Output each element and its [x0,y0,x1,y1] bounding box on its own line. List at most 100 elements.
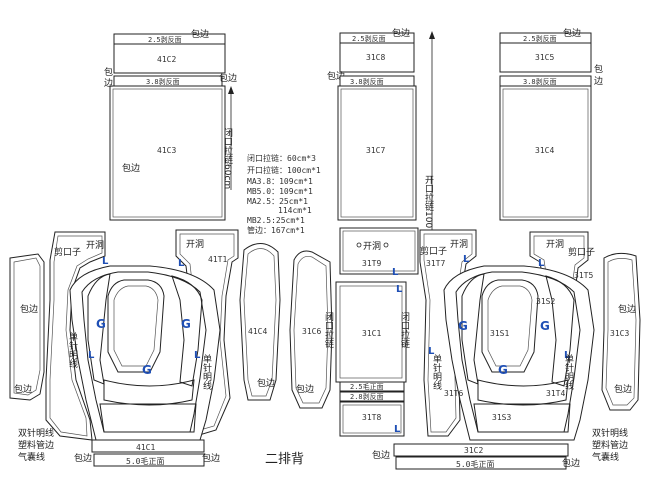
piece-31c1-inner [339,285,403,379]
mark-c1-l: L [396,284,403,295]
notch-t7-label: 剪口子 [420,245,447,257]
edge-label-c1-right: 包边 [202,452,220,464]
plastic-pipe-left-label: 塑料管边 [18,439,54,451]
note-pipe: 管边：167cm*1 [247,225,305,235]
strip-top-left-label: 2.5剥反面 [148,35,182,44]
piece-31t4-label: 31T4 [546,389,565,398]
piece-31t8-label: 31T8 [362,413,381,422]
hole-t9-left [356,242,362,248]
mark-left-l4: L [194,350,201,361]
strip-top-right-label: 2.5剥反面 [523,34,557,43]
hole-t1-label: 开洞 [186,239,204,250]
piece-31c1 [335,281,407,383]
piece-41c1 [91,439,205,453]
piece-41c4 [239,243,281,401]
note-zip-open: 开口拉链：100cm*1 [247,165,321,175]
edge-label-c3r: 包边 [618,303,636,315]
edge-label-c5-right-1: 包 [594,63,603,75]
note-ma38: MA3.8：109cm*1 [247,177,313,186]
edge-label-c2r-right: 包边 [562,457,580,469]
piece-31s2-label: 31S2 [536,297,555,306]
piece-31s1 [481,279,539,373]
edge-label-c2-left-1: 包 [104,66,113,78]
single-stitch-left-label: 单针明线 [67,331,78,368]
piece-31t6-label: 31T6 [444,389,463,398]
mark-left-g3: G [142,363,152,377]
mark-left-l3: L [88,350,95,361]
edge-label-c3r-bottom: 包边 [614,383,632,395]
piece-31s1-inner [487,285,533,367]
edge-label-airbag-left-bottom: 包边 [14,383,32,395]
piece-left-side-bolster-a [87,273,111,385]
note-mb50: MB5.0：109cm*1 [247,187,313,196]
piece-31c3-inner [605,258,637,406]
edge-label-c6: 包边 [296,383,314,395]
piece-left-outer-frame-inner [49,235,103,437]
mark-left-g2: G [181,317,191,331]
single-stitch-mid-label: 单针明线 [201,353,212,390]
single-stitch-right-b-label: 单针明线 [563,353,574,390]
notch-r-label: 剪口子 [568,246,595,258]
edge-label-c5-right-2: 边 [594,76,603,87]
piece-31t8-inner [342,404,402,434]
piece-31c7 [337,85,417,221]
piece-31c3-label: 31C3 [610,329,629,338]
mark-right-l4: L [564,350,571,361]
double-stitch-left-label: 双针明线 [18,427,54,439]
airbag-line-left-label: 气囊线 [18,451,45,463]
piece-31c2-label: 31C2 [464,446,483,455]
zip-c1-left-label: 闭口拉链 [323,311,334,349]
mark-t8-l: L [394,424,401,435]
mark-right-l2: L [538,258,545,269]
piece-31t7-inner [423,233,473,433]
piece-31c6-label: 31C6 [302,327,321,336]
edge-label-airbag-left: 包边 [20,303,38,315]
piece-31c7-label: 31C7 [366,146,385,155]
piece-airbag-strip-left [9,253,45,401]
edge-label-c8: 包边 [392,27,410,39]
piece-31c8-label: 31C8 [366,53,385,62]
zip-60-label: 闭口拉链60cm [222,127,233,189]
piece-31c6 [289,250,333,409]
piece-left-outer-frame [45,231,106,441]
strip-bottom-right [395,456,567,470]
piece-31t5-label: 31T5 [574,271,593,280]
piece-31s3-label: 31S3 [492,413,511,422]
note-ma25: MA2.5：25cm*1 [247,197,308,206]
mark-right-g3: G [498,363,508,377]
note-mb25: MB2.5:25cm*1 [247,216,305,225]
piece-right-side-bolster-a [461,273,485,385]
edge-label-c2r-left: 包边 [372,449,390,461]
piece-31s1-label: 31S1 [490,329,509,338]
zip-open-label: 开口拉链100 [423,175,434,229]
strip-m2 [339,391,405,402]
note-ma25b: 114cm*1 [278,206,312,215]
mark-right-l3: L [428,346,435,357]
mark-left-l1: L [102,256,109,267]
piece-41c2-label: 41C2 [157,55,176,64]
notch-left-label: 剪口子 [54,246,81,258]
piece-31c5-label: 31C5 [535,53,554,62]
piece-31s2 [545,275,575,387]
piece-41c1-label: 41C1 [136,443,155,452]
zip-arrow-left-head [228,86,234,94]
mark-right-l1: L [463,254,470,265]
piece-41c3-label: 41C3 [157,146,176,155]
strip-mid-mid-label: 3.8剥反面 [350,77,384,86]
hole-t9-label: 开洞 [363,241,381,252]
piece-41c3-inner [112,88,223,218]
piece-31c4-label: 31C4 [535,146,554,155]
piece-31t8 [339,401,405,437]
edge-label-c1-left: 包边 [74,452,92,464]
edge-label-c2: 包边 [191,28,209,40]
hole-r-label: 开洞 [546,239,564,250]
piece-41c3 [109,85,226,221]
strip-bottom-left [93,453,205,467]
strip-top-mid-label: 2.5剥反面 [352,34,386,43]
piece-right-back-shell [443,265,595,441]
edge-label-c2-right: 包边 [219,72,237,84]
piece-41c4-inner [243,248,277,397]
strip-bottom-left-label: 5.0毛正面 [126,456,164,466]
zip-arrow-mid-head [429,31,435,39]
